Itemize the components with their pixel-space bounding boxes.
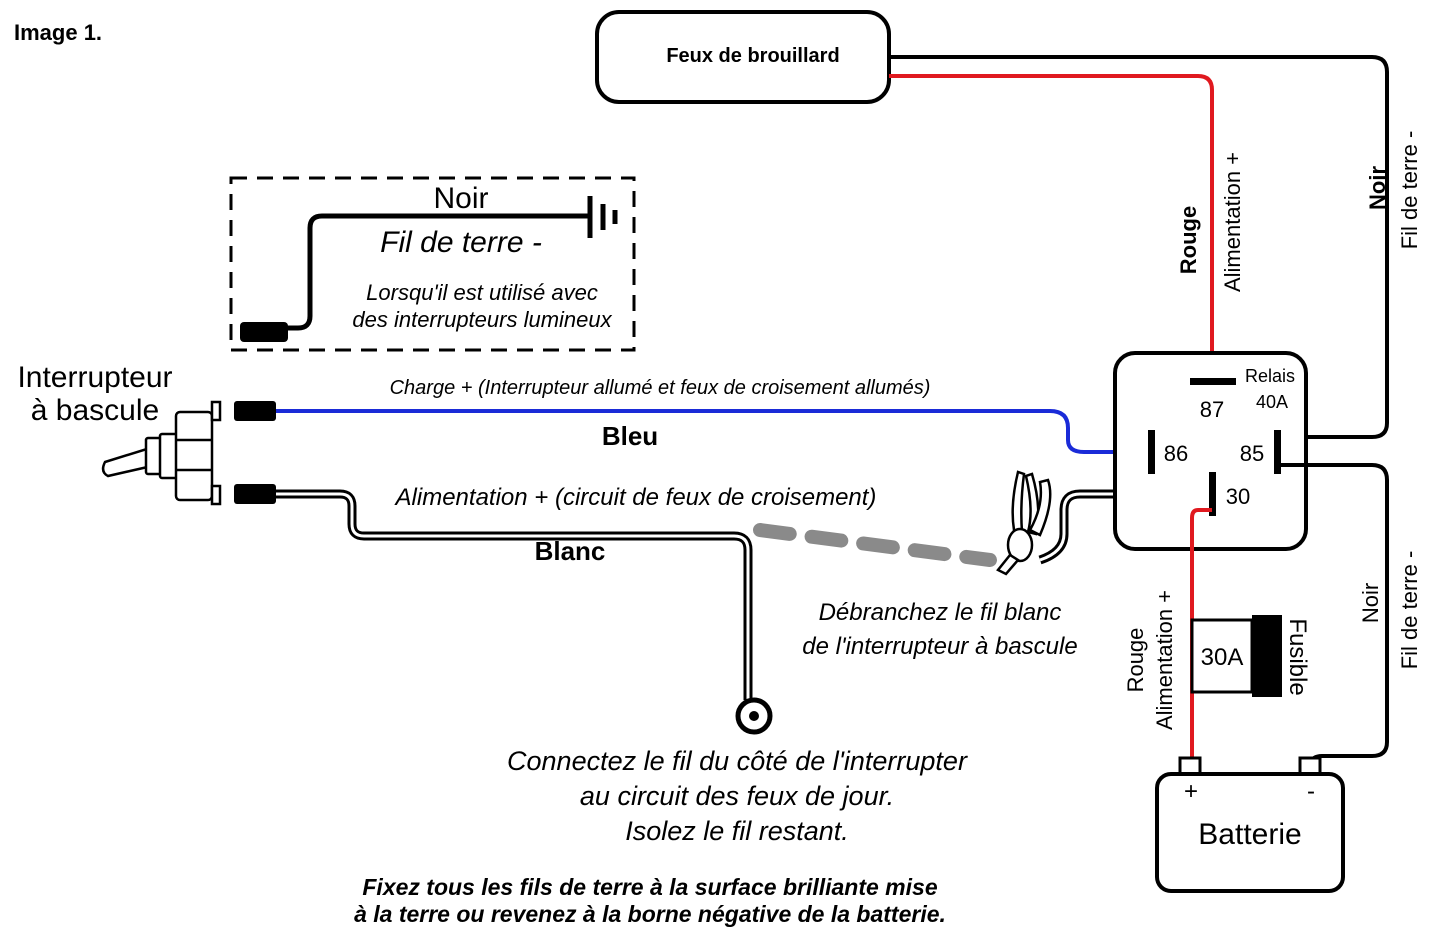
red-wire-top [889, 74, 1214, 380]
blue-wire-color: Bleu [602, 421, 658, 451]
low-black-name: Fil de terre - [1397, 551, 1422, 670]
battery-plus: + [1184, 778, 1198, 805]
white-wire-desc: Alimentation + (circuit de feux de crois… [394, 484, 877, 511]
footer-line2: à la terre ou revenez à la borne négativ… [354, 901, 946, 927]
ground-symbol-icon [587, 196, 618, 238]
inset-ground-wire [285, 213, 590, 331]
footer-line1: Fixez tous les fils de terre à la surfac… [362, 874, 937, 900]
image-label: Image 1. [14, 20, 102, 45]
wire-cutter-icon [996, 470, 1052, 576]
white-wire [274, 489, 753, 700]
connect-note-line1: Connectez le fil du côté de l'interrupte… [507, 746, 968, 776]
white-wire-color: Blanc [535, 536, 606, 566]
fuse-rating: 30A [1201, 644, 1244, 671]
ground-inset: Noir Fil de terre - Lorsqu'il est utilis… [229, 176, 636, 352]
relay30-white-wire [1038, 489, 1212, 565]
toggle-switch-icon [101, 400, 222, 506]
pin85-terminal [1274, 430, 1281, 474]
connect-note-line2: au circuit des feux de jour. [580, 781, 894, 811]
relay-pin87: 87 [1200, 397, 1224, 422]
inset-note-line1: Lorsqu'il est utilisé avec [366, 280, 598, 305]
blue-wire [274, 409, 1150, 454]
fog-lights-label: Feux de brouillard [666, 45, 839, 67]
relay-pin30: 30 [1226, 484, 1250, 509]
black-wire-top [889, 55, 1389, 439]
red-wire-bottom [1190, 508, 1212, 758]
pin30-terminal [1209, 472, 1216, 516]
top-black-name: Fil de terre - [1397, 131, 1422, 250]
inset-note-line2: des interrupteurs lumineux [352, 307, 612, 332]
relay-box: Relais 40A 87 86 85 30 [1113, 351, 1308, 551]
top-red-color: Rouge [1176, 206, 1201, 274]
relay-rating: 40A [1256, 392, 1288, 412]
relay-pin85: 85 [1240, 441, 1264, 466]
top-black-color: Noir [1365, 166, 1390, 210]
switch-label-line2: à bascule [31, 394, 159, 427]
pin87-terminal [1190, 378, 1236, 385]
white-wire-connector [234, 484, 276, 504]
relay-pin86: 86 [1164, 441, 1188, 466]
battery-icon: + - Batterie [1155, 756, 1345, 893]
disconnect-note-line2: de l'interrupteur à bascule [802, 633, 1077, 660]
low-red-name: Alimentation + [1152, 590, 1177, 730]
blue-wire-desc: Charge + (Interrupteur allumé et feux de… [390, 377, 931, 399]
ground-ring-icon [735, 697, 773, 735]
top-red-name: Alimentation + [1220, 152, 1245, 292]
inset-wire-name: Fil de terre - [380, 226, 542, 259]
low-red-color: Rouge [1123, 628, 1148, 693]
fuse-name: Fusible [1284, 618, 1311, 695]
fog-lights-box: Feux de brouillard [595, 10, 891, 104]
battery-minus: - [1307, 778, 1315, 805]
removed-wire-dashes [753, 523, 997, 567]
connect-note-line3: Isolez le fil restant. [625, 816, 849, 846]
pin86-terminal [1148, 430, 1155, 474]
battery-label: Batterie [1198, 818, 1301, 851]
low-black-color: Noir [1358, 583, 1383, 623]
inset-wire-color: Noir [433, 182, 488, 215]
switch-label-line1: Interrupteur [17, 361, 172, 394]
disconnect-note-line1: Débranchez le fil blanc [819, 599, 1062, 626]
relay-name: Relais [1245, 366, 1295, 386]
blue-wire-connector [234, 401, 276, 421]
fuse-icon: 30A [1190, 615, 1282, 697]
inset-connector [240, 322, 288, 342]
